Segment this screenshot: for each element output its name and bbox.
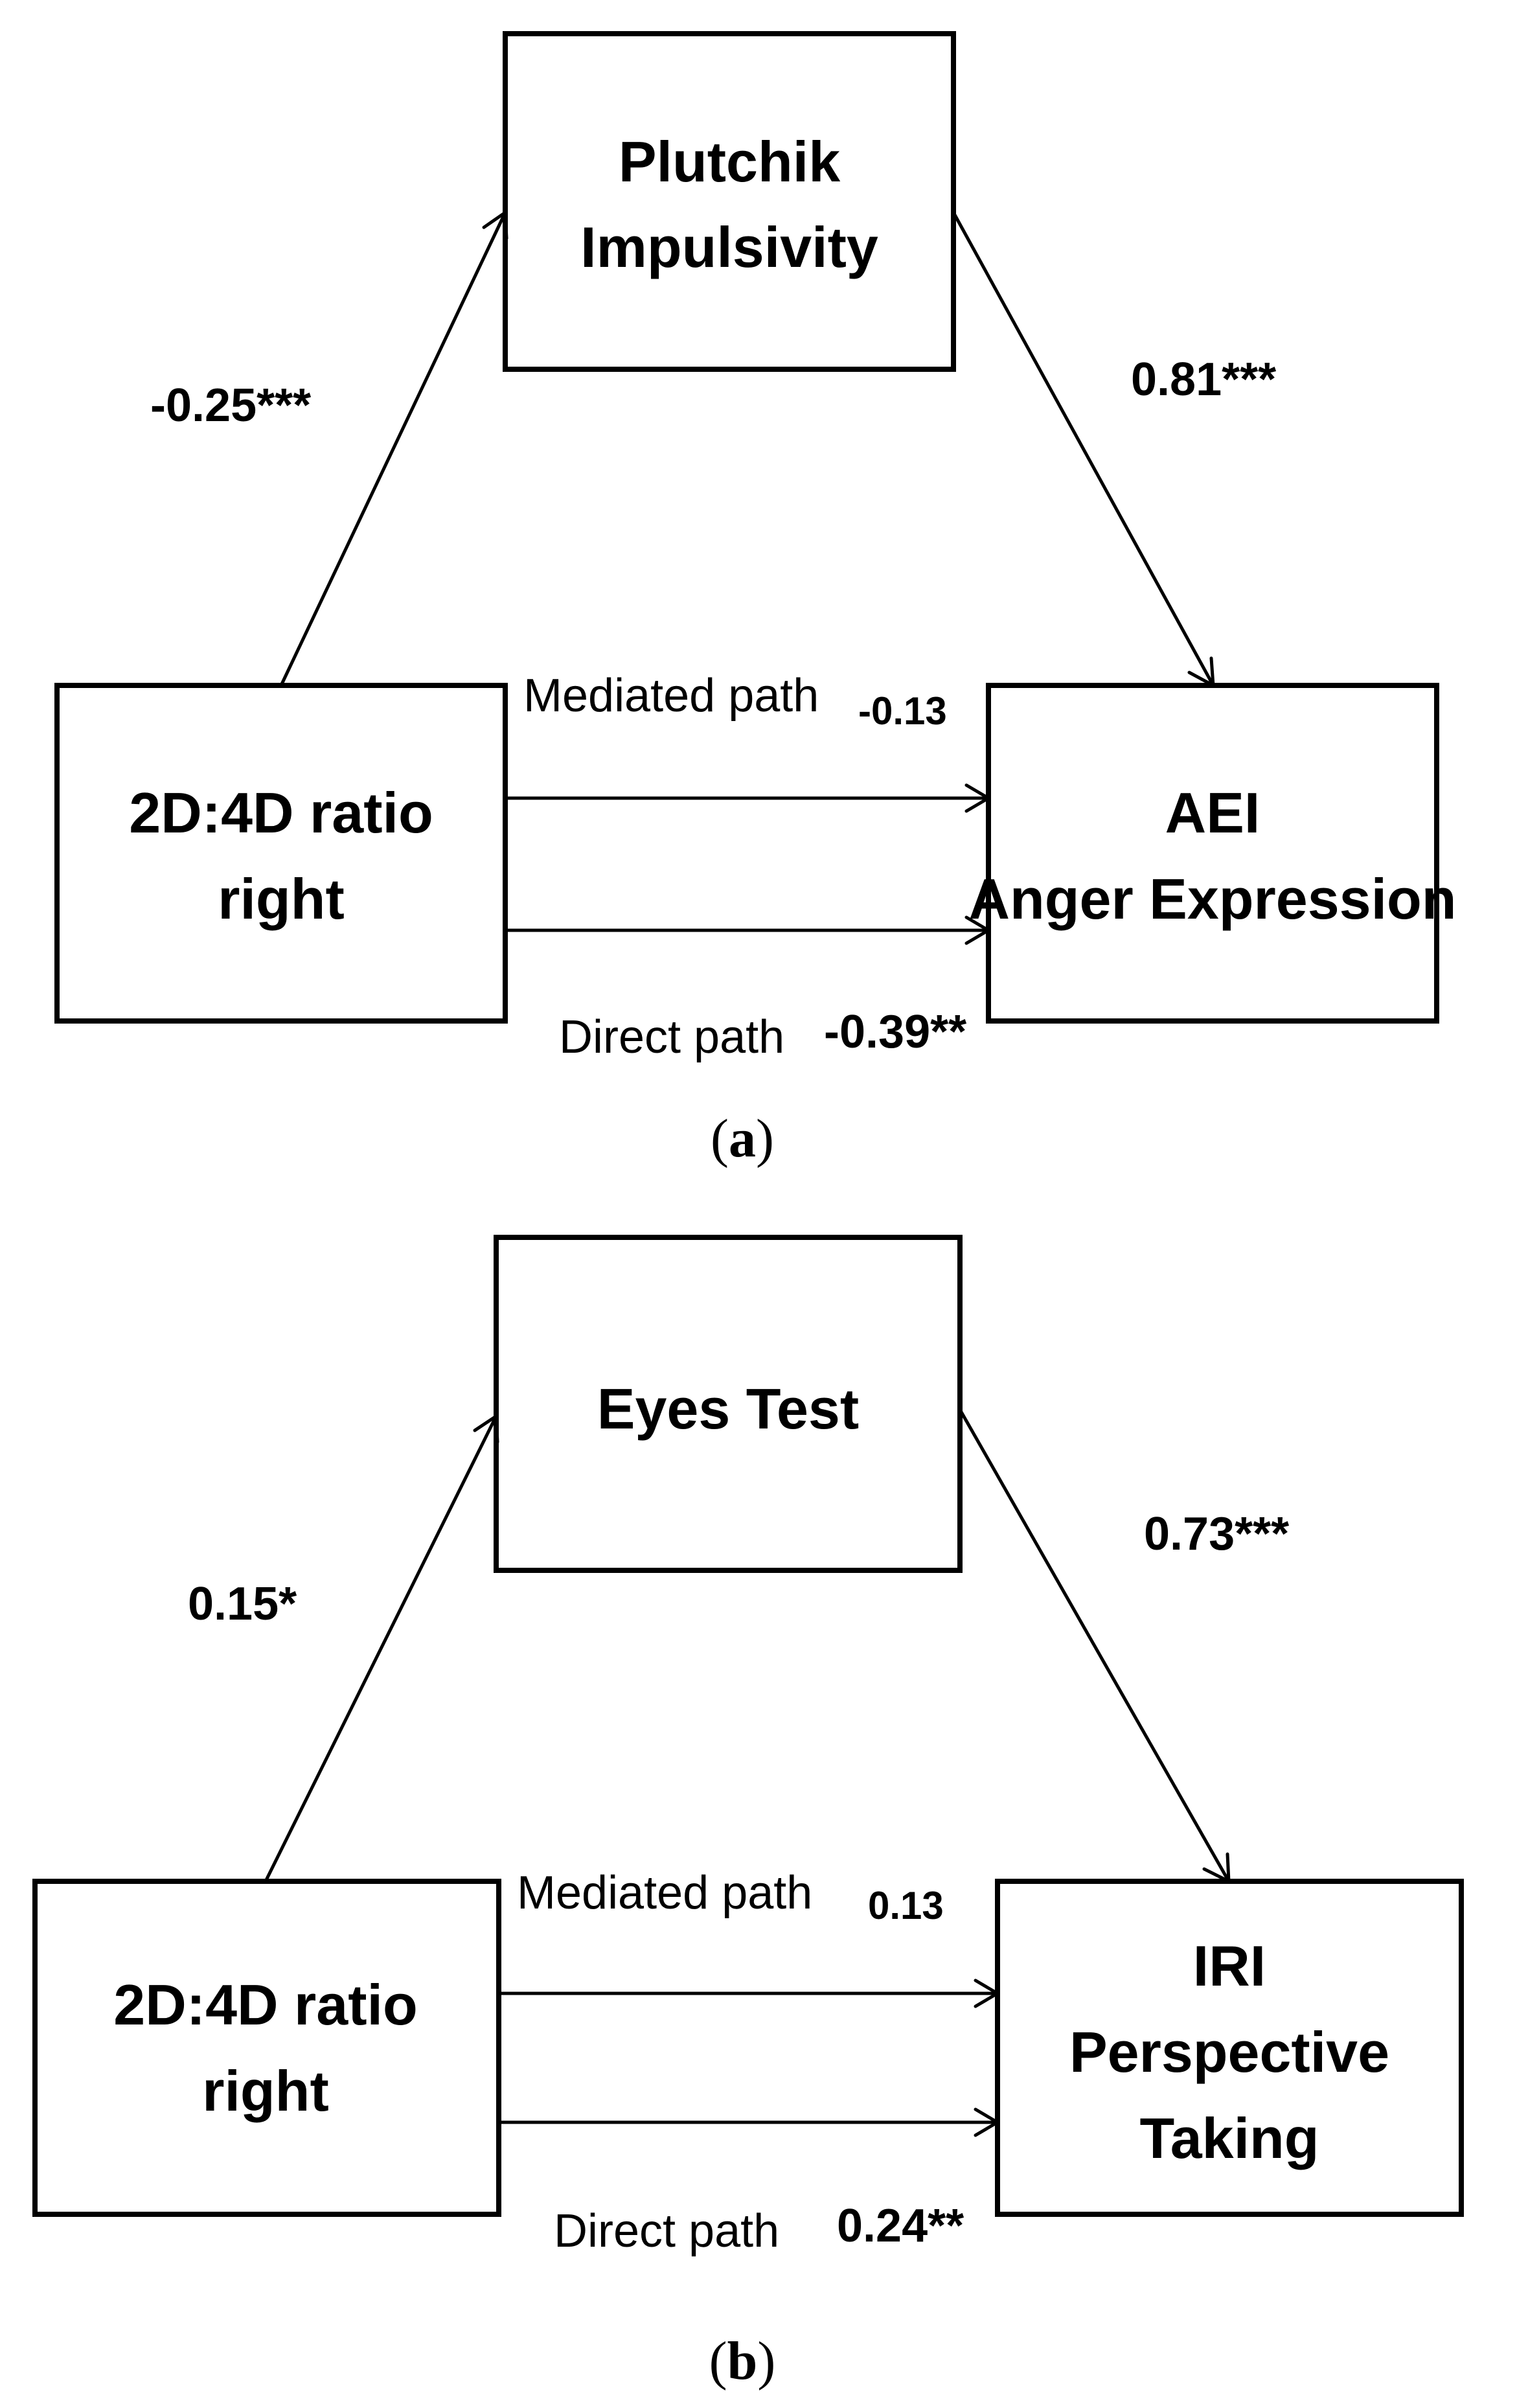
panel-a-predictor-line-1: 2D:4D ratio [129, 781, 433, 845]
panel-a-outcome-box [986, 683, 1439, 1024]
panel-a-mediator-line-1: Plutchik [619, 130, 841, 194]
panel-a-a-path-coefficient: -0.25*** [150, 380, 311, 431]
panel-a-outcome-line-1: AEI [1165, 781, 1260, 845]
panel-b-outcome-line-1: IRI [1193, 1934, 1266, 1998]
panel-b-outcome-line-2: Perspective [1069, 2020, 1389, 2084]
panel-b-a-path-arrowhead [473, 1414, 499, 1444]
panel-a-direct-path-arrowhead [964, 915, 990, 945]
panel-b-outcome-line-3: Taking [1139, 2106, 1319, 2170]
panel-b-a-path-line [264, 1415, 498, 1883]
panel-b-mediated-path-label: Mediated path [517, 1867, 812, 1919]
panel-a: Plutchik Impulsivity 2D:4D ratio right A… [54, 31, 1457, 1169]
panel-b-a-path-coefficient: 0.15* [188, 1578, 297, 1630]
panel-a-predictor-box [54, 683, 508, 1024]
panel-b-direct-path-arrowhead [974, 2107, 999, 2137]
panel-b: Eyes Test 2D:4D ratio right IRI Perspect… [32, 1235, 1464, 2391]
panel-b-outcome-box [995, 1879, 1464, 2217]
panel-a-direct-path-value: -0.39** [824, 1006, 966, 1058]
panel-a-predictor-line-2: right [218, 867, 345, 931]
panel-b-mediator-line-1: Eyes Test [597, 1377, 859, 1441]
panel-b-predictor-line-1: 2D:4D ratio [113, 1973, 417, 2037]
panel-b-mediated-path-arrowhead [974, 1978, 999, 2008]
panel-a-mediated-path-arrowhead [964, 783, 990, 813]
panel-a-b-path-line [952, 211, 1215, 687]
panel-a-direct-path-label: Direct path [559, 1011, 784, 1063]
panel-a-mediated-path-label: Mediated path [523, 670, 819, 722]
panel-a-b-path-coefficient: 0.81*** [1131, 354, 1276, 406]
panel-a-mediator-box [503, 31, 956, 372]
panel-a-a-path-arrowhead [482, 211, 508, 240]
panel-a-mediated-path-value: -0.13 [858, 689, 947, 733]
panel-a-mediator-line-2: Impulsivity [580, 215, 878, 279]
panel-b-mediated-path-value: 0.13 [868, 1884, 944, 1927]
panel-b-b-path-arrowhead [1202, 1852, 1231, 1883]
panel-b-b-path-line [958, 1408, 1231, 1883]
panel-b-direct-path-label: Direct path [554, 2205, 779, 2257]
panel-a-caption: (a) [711, 1108, 774, 1169]
panel-a-b-path-arrowhead [1187, 656, 1215, 687]
panel-b-predictor-line-2: right [202, 2059, 329, 2123]
panel-a-a-path-line [279, 211, 507, 687]
panel-b-caption: (b) [709, 2331, 776, 2391]
panel-b-direct-path-value: 0.24** [837, 2200, 964, 2252]
panel-b-predictor-box [32, 1879, 501, 2217]
panel-b-b-path-coefficient: 0.73*** [1144, 1508, 1289, 1560]
panel-a-outcome-line-2: Anger Expression [968, 867, 1456, 931]
panel-b-mediator-box [494, 1235, 963, 1573]
